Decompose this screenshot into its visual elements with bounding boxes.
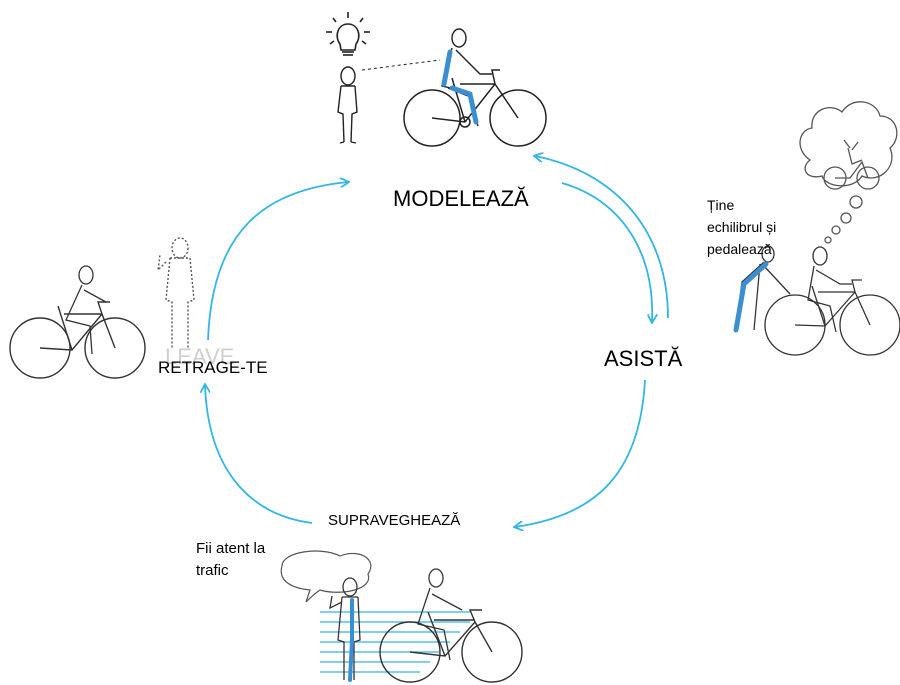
supervise-note-line: Fii atent la — [196, 540, 266, 557]
bicycle-icon-withdraw — [9, 301, 146, 379]
parent-accent-supervise — [348, 598, 354, 682]
stage-label-supervise: SUPRAVEGHEAZĂ — [328, 512, 461, 529]
dotted-person-icon — [157, 237, 195, 348]
gaze-line — [361, 59, 441, 71]
person-icon — [337, 66, 358, 144]
stage-label-withdraw: RETRAGE-TE — [158, 358, 268, 377]
rider-figure-withdraw — [65, 265, 107, 355]
arrow-assist-to-supervise — [515, 379, 646, 527]
assist-note-line: pedalează — [707, 241, 772, 257]
thought-bubble-icon — [799, 101, 898, 244]
rider-figure-supervise — [417, 568, 463, 661]
speed-lines — [320, 611, 470, 673]
child-rider-assist — [807, 246, 852, 333]
bicycle-icon-supervise — [379, 609, 523, 683]
rider-figure-top — [441, 28, 492, 127]
assist-note-line: echilibrul și — [707, 219, 777, 235]
cycle-arrows — [205, 156, 669, 527]
assist-note-line: Ține — [707, 197, 735, 213]
supervise-note-line: trafic — [196, 562, 229, 579]
arrow-withdraw-to-model — [207, 182, 348, 341]
lightbulb-icon — [326, 12, 370, 56]
bicycle-icon-assist — [764, 279, 900, 356]
assist-note: Ține echilibrul și pedalează — [707, 194, 807, 260]
stage-label-assist: ASISTĂ — [604, 346, 683, 371]
bicycle-icon — [403, 69, 547, 147]
faded-leave-text: LEAVE — [165, 344, 234, 369]
speech-bubble-icon — [280, 550, 372, 603]
parent-accent-assist — [733, 261, 769, 333]
arrow-model-to-assist — [561, 182, 652, 322]
supervise-note: Fii atent la trafic — [196, 538, 316, 582]
stage-label-model: MODELEAZĂ — [393, 186, 529, 211]
arrow-assist-to-model — [535, 156, 669, 319]
rider-accent-top — [441, 49, 479, 125]
parent-figure-supervise — [329, 577, 361, 680]
arrow-supervise-to-withdraw — [205, 385, 313, 524]
